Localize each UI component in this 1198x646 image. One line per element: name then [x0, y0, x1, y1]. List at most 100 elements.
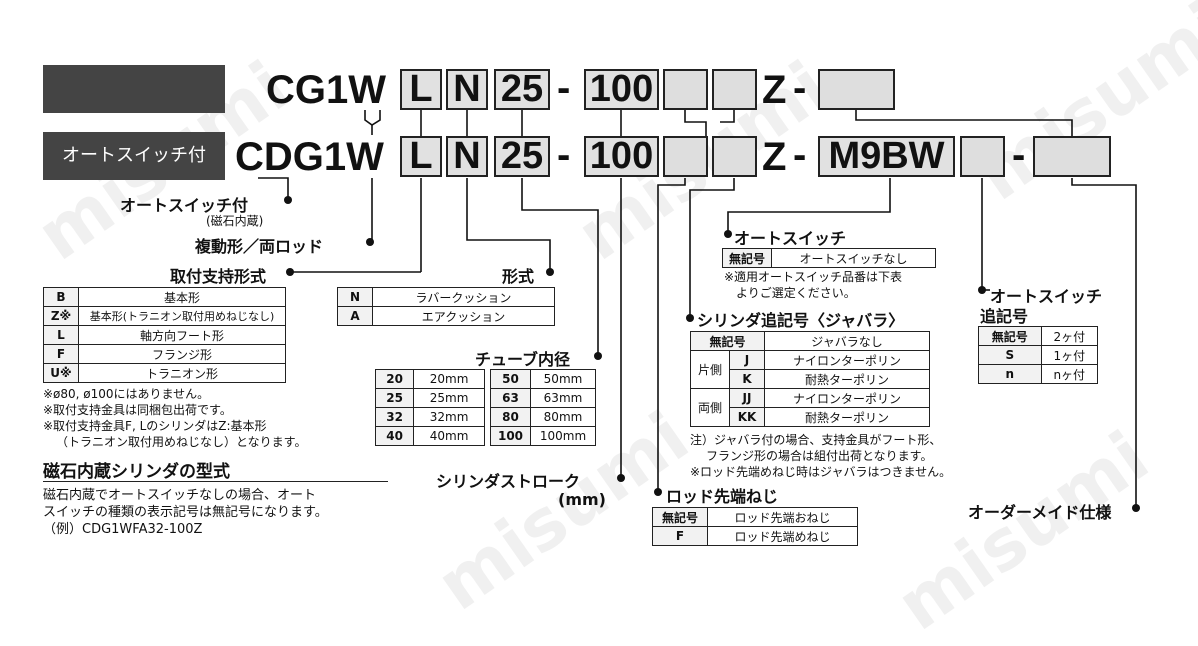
- row1-mto-box: [818, 69, 895, 110]
- label-switch-qty-2: 追記号: [980, 307, 1029, 326]
- label-mounting: 取付支持形式: [170, 267, 267, 286]
- table-cell: 50mm: [530, 369, 596, 389]
- header-blank: [43, 65, 225, 113]
- table-cell: A: [337, 306, 373, 326]
- label-bore: チューブ内径: [475, 350, 571, 369]
- table-cell: 63mm: [530, 388, 596, 408]
- table-cell: 63: [489, 388, 532, 408]
- table-cell: 40: [374, 426, 415, 446]
- leader-dot: [686, 314, 694, 322]
- mounting-note: ※取付支持金具は同梱包出荷です。: [43, 403, 232, 417]
- label-auto-switch-with: オートスイッチ付: [120, 196, 249, 215]
- table-cell: 無記号: [978, 326, 1042, 346]
- table-row: U※トラニオン形: [43, 363, 286, 383]
- magnet-text: スイッチの種類の表示記号は無記号になります。: [43, 505, 328, 520]
- table-cell: 基本形: [78, 287, 286, 307]
- table-cell: F: [652, 526, 708, 546]
- table-cell: 80mm: [530, 407, 596, 427]
- table-cell: 100: [489, 426, 532, 446]
- row2-switch-box: M9BW: [818, 136, 955, 177]
- leader-dot: [654, 488, 662, 496]
- table-cell: トラニオン形: [78, 363, 286, 383]
- table-cell: ジャバラなし: [764, 331, 930, 351]
- table-cell: S: [978, 345, 1042, 365]
- magnet-title-rule: [43, 481, 388, 482]
- table-cell: 32: [374, 407, 415, 427]
- row1-bore-box: 25: [494, 69, 550, 110]
- leader-dot: [978, 286, 986, 294]
- table-cell: ナイロンターポリン: [764, 388, 930, 408]
- table-row: 無記号ロッド先端おねじ: [652, 507, 858, 527]
- table-cell: J: [729, 350, 765, 370]
- table-cell: ラバークッション: [372, 287, 555, 307]
- label-made-to-order: オーダーメイド仕様: [968, 503, 1112, 522]
- table-cell: B: [43, 287, 79, 307]
- row1-dash1: -: [557, 66, 571, 110]
- header-auto-switch: オートスイッチ付: [43, 132, 225, 180]
- table-row: 無記号ジャバラなし: [690, 331, 930, 351]
- row2-mount-box: L: [400, 136, 442, 177]
- bellows-note: ※ロッド先端めねじ時はジャバラはつきません。: [690, 465, 952, 479]
- leader-dot: [594, 352, 602, 360]
- table-cell: L: [43, 325, 79, 345]
- table-cell: F: [43, 344, 79, 364]
- table-cell: 軸方向フート形: [78, 325, 286, 345]
- row2-z: Z: [762, 135, 787, 179]
- table-cell: 32mm: [413, 407, 485, 427]
- magnet-title: 磁石内蔵シリンダの型式: [43, 462, 230, 482]
- row2-cushion-box: N: [446, 136, 488, 177]
- row2-dash3: -: [1012, 133, 1026, 177]
- table-cell: n: [978, 364, 1042, 384]
- row1-bellows-box: [712, 69, 757, 110]
- row1-dash2: -: [793, 66, 807, 110]
- row1-stroke-box: 100: [584, 69, 659, 110]
- table-cell: 耐熱ターポリン: [764, 407, 930, 427]
- table-cell: ナイロンターポリン: [764, 350, 930, 370]
- table-cell: 2ヶ付: [1040, 326, 1099, 346]
- row2-prefix: CDG1W: [235, 135, 384, 179]
- label-bellows: シリンダ追記号〈ジャバラ〉: [697, 311, 905, 330]
- row2-dash1: -: [557, 133, 571, 177]
- table-row: 無記号オートスイッチなし: [722, 248, 936, 268]
- table-cell: 基本形(トラニオン取付用めねじなし): [78, 306, 286, 326]
- row2-bellows-box: [712, 136, 757, 177]
- table-cell: 無記号: [690, 331, 765, 351]
- switch-table: 無記号オートスイッチなし: [722, 248, 936, 268]
- table-cell: 100mm: [530, 426, 596, 446]
- row2-mto-box: [1033, 136, 1111, 177]
- label-stroke-unit: (mm): [558, 490, 606, 509]
- leader-dot: [617, 474, 625, 482]
- table-cell: 50: [489, 369, 532, 389]
- table-cell: 両側: [690, 388, 730, 427]
- table-cell: 1ヶ付: [1040, 345, 1099, 365]
- mounting-note: （トラニオン取付用めねじなし）となります。: [56, 435, 307, 449]
- table-cell: Z※: [43, 306, 79, 326]
- label-rod-thread: ロッド先端ねじ: [666, 487, 779, 506]
- magnet-text: （例）CDG1WFA32-100Z: [43, 522, 203, 537]
- row2-bore-box: 25: [494, 136, 550, 177]
- table-cell: オートスイッチなし: [771, 248, 936, 268]
- label-double-acting: 複動形／両ロッド: [195, 237, 324, 256]
- label-auto-switch: オートスイッチ: [734, 229, 847, 248]
- table-cell: エアクッション: [372, 306, 555, 326]
- table-cell: 無記号: [722, 248, 772, 268]
- row1-mount-box: L: [400, 69, 442, 110]
- bellows-note: 注）ジャバラ付の場合、支持金具がフート形、: [690, 433, 942, 447]
- table-cell: 無記号: [652, 507, 708, 527]
